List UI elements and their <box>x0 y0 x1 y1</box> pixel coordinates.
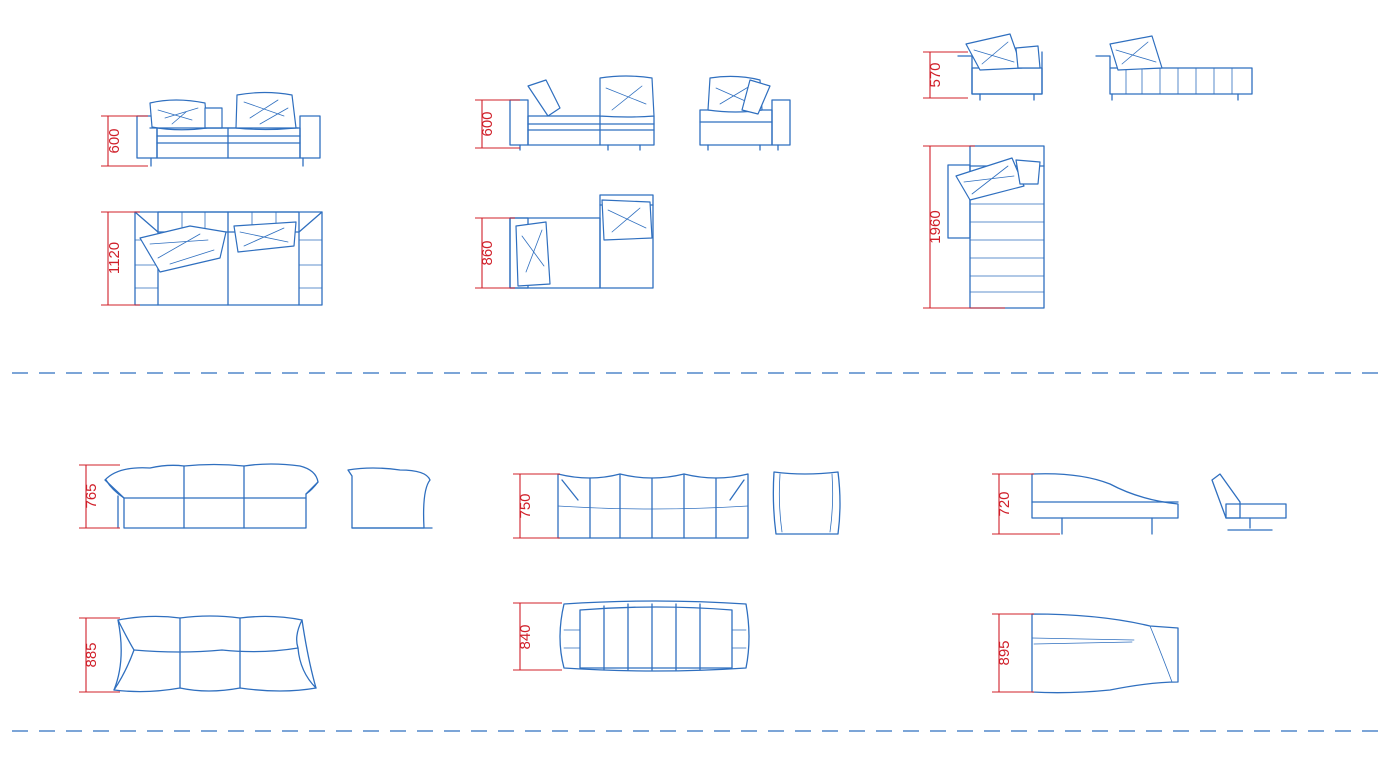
dimension-sofa-a-plan: 1120 <box>101 211 140 306</box>
dimension-label: 570 <box>927 62 944 87</box>
dimension-label: 885 <box>83 642 100 667</box>
sofa-b-elevation <box>509 75 791 151</box>
chaise-f-elevation <box>1031 473 1287 535</box>
dimension-sofa-d-plan: 885 <box>79 617 120 693</box>
dimension-chaise-f-elevation: 720 <box>992 473 1060 535</box>
dimension-sofa-b-elevation: 600 <box>475 99 520 149</box>
dimension-sofa-d-elevation: 765 <box>79 464 120 529</box>
sofa-b-plan <box>509 194 654 289</box>
dimension-label: 765 <box>83 483 100 508</box>
dimension-label: 895 <box>996 640 1013 665</box>
dimension-chaise-f-plan: 895 <box>992 613 1034 693</box>
sofa-d-plan <box>113 615 317 693</box>
chaise-c-plan <box>947 145 1045 309</box>
sofa-d-elevation <box>104 463 433 529</box>
sofa-a-elevation <box>136 91 321 167</box>
chaise-c-elevation <box>957 33 1253 101</box>
dimension-label: 750 <box>517 493 534 518</box>
dimension-label: 860 <box>479 240 496 265</box>
sofa-a-plan <box>134 211 323 306</box>
dimension-label: 600 <box>106 128 123 153</box>
dimension-chaise-c-elevation: 570 <box>923 51 968 99</box>
dimension-label: 720 <box>996 491 1013 516</box>
dimension-sofa-e-plan: 840 <box>513 602 562 671</box>
dimension-label: 1120 <box>106 242 123 274</box>
chaise-f-plan <box>1031 613 1179 694</box>
dimension-label: 1960 <box>927 210 944 243</box>
dimension-sofa-b-plan: 860 <box>475 217 515 289</box>
dimension-sofa-e-elevation: 750 <box>513 473 560 539</box>
dimension-label: 600 <box>479 111 496 136</box>
dimension-sofa-a-elevation: 600 <box>101 115 148 167</box>
sofa-e-elevation <box>557 471 841 539</box>
sofa-e-plan <box>559 600 750 672</box>
dimension-label: 840 <box>517 624 534 649</box>
dimension-chaise-c-plan: 1960 <box>923 145 1005 309</box>
